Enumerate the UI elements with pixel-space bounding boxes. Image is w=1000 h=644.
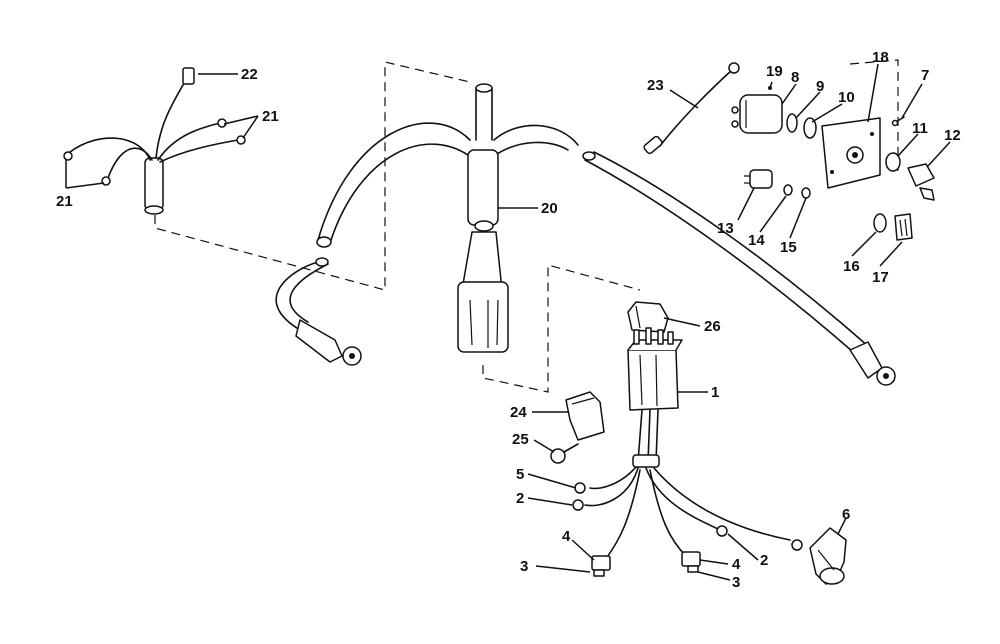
callout-14: 14 [748,232,765,249]
callout-18: 18 [872,49,889,66]
switch-assembly [731,86,935,241]
callout-labels: 22 21 21 20 23 19 8 9 10 18 7 11 12 13 1… [56,49,961,591]
callout-5: 5 [516,466,524,483]
callout-1: 1 [711,384,719,401]
main-cable-part-20 [316,83,579,353]
callout-16: 16 [843,258,860,275]
callout-2-right: 2 [760,552,768,569]
callout-8: 8 [791,69,799,86]
clamp-part-24 [565,391,605,441]
callout-26: 26 [704,318,721,335]
callout-22: 22 [241,66,258,83]
callout-9: 9 [816,78,824,95]
callout-17: 17 [872,269,889,286]
callout-7: 7 [921,67,929,84]
callout-23: 23 [647,77,664,94]
callout-21-left: 21 [56,193,73,210]
callout-12: 12 [944,127,961,144]
screw-part-25 [550,443,579,464]
callout-6: 6 [842,506,850,523]
rectifier-part-1 [572,327,803,577]
battery-cable-right [582,151,896,386]
callout-11: 11 [912,120,928,137]
callout-25: 25 [512,431,529,448]
callout-24: 24 [510,404,527,421]
callout-21-right: 21 [262,108,279,125]
small-harness-part-21 [63,67,246,215]
assembly-guide-lines [154,59,899,393]
callout-3-right: 3 [732,574,740,591]
callout-20: 20 [541,200,558,217]
callout-2-left: 2 [516,490,524,507]
callout-4-right: 4 [732,556,741,573]
cap-part-26 [627,301,669,333]
callout-15: 15 [780,239,797,256]
callout-19: 19 [766,63,783,80]
callout-13: 13 [717,220,734,237]
battery-cable-left [275,257,362,366]
callout-4-left: 4 [562,528,571,545]
boot-part-6 [809,527,847,585]
leader-lines [65,63,951,581]
callout-10: 10 [838,89,855,106]
callout-3-left: 3 [520,558,528,575]
